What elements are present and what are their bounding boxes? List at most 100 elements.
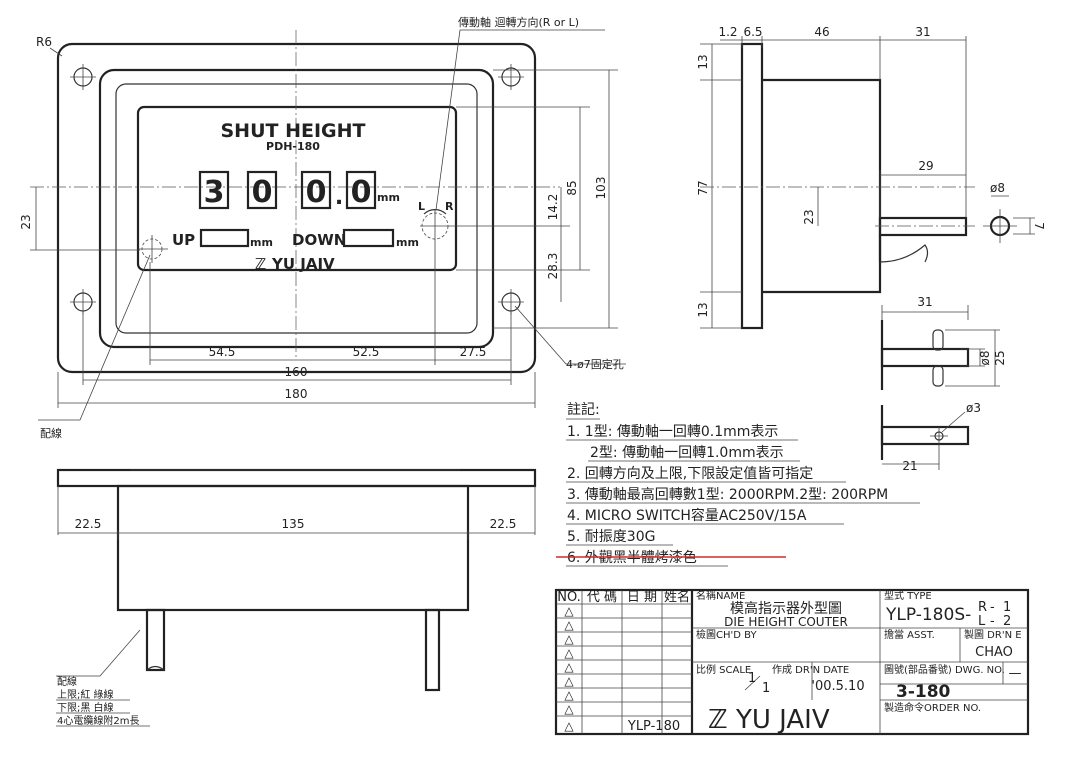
side-dim-31: 31 bbox=[915, 25, 930, 39]
side-dim-77: 77 bbox=[696, 180, 710, 195]
digit-1: 3 bbox=[204, 175, 225, 210]
tb-dwg-value: 3-180 bbox=[896, 682, 951, 702]
shaft-dim-phi8: ø8 bbox=[978, 351, 992, 366]
dim-52-5: 52.5 bbox=[353, 345, 380, 359]
digit-2: 0 bbox=[252, 175, 273, 210]
wiring-note-upper: 上限;紅 綠線 bbox=[57, 688, 114, 701]
notes-heading: 註記: bbox=[567, 401, 600, 418]
tb-checked-label: 檢圖CH'D BY bbox=[696, 628, 757, 641]
side-dim-1-2: 1.2 bbox=[718, 25, 737, 39]
wiring-leader bbox=[38, 254, 151, 421]
shaft-detail-body bbox=[880, 347, 970, 368]
holes-callout: 4-ø7固定孔 bbox=[566, 357, 624, 371]
wiring-callout: 配線 bbox=[40, 426, 62, 440]
dim-85: 85 bbox=[565, 180, 579, 195]
side-dim-29: 29 bbox=[918, 159, 933, 173]
tb-type-l: L bbox=[978, 614, 986, 629]
front-bezel-outer bbox=[98, 68, 495, 349]
side-body bbox=[762, 78, 882, 294]
bottom-wiring-leader bbox=[56, 629, 141, 677]
rev-mark: △ bbox=[564, 618, 574, 632]
face-model: PDH-180 bbox=[266, 140, 320, 153]
tb-type-value: YLP-180S- bbox=[885, 605, 971, 625]
tb-asst-label: 擔當 ASST. bbox=[884, 628, 935, 641]
bottom-view: 22.5 135 22.5 配線 上限;紅 綠線 下限;黑 白線 4心電纜線附2… bbox=[56, 468, 537, 727]
wiring-note-cable: 4心電纜線附2m長 bbox=[57, 714, 139, 727]
up-setting-box bbox=[199, 228, 250, 248]
face-brand: YU JAIV bbox=[271, 255, 335, 273]
rotation-arrow bbox=[423, 209, 447, 215]
side-flange bbox=[740, 42, 764, 330]
rev-mark: △ bbox=[564, 646, 574, 660]
note-1: 1. 1型: 傳動軸一回轉0.1mm表示 bbox=[567, 424, 778, 440]
holes-leader bbox=[514, 305, 626, 365]
rev-mark: △ bbox=[564, 632, 574, 646]
rev-reference: YLP-180 bbox=[627, 719, 680, 734]
shaft-dim-31: 31 bbox=[917, 295, 932, 309]
down-unit: mm bbox=[396, 236, 419, 249]
front-dimensions: 23 14.2 85 103 28.3 54.5 52.5 27.5 160 1… bbox=[19, 69, 618, 408]
note-4: 4. MICRO SWITCH容量AC250V/15A bbox=[567, 507, 807, 524]
rev-mark: △ bbox=[564, 702, 574, 716]
side-dim-13-top: 13 bbox=[696, 54, 710, 69]
dim-23: 23 bbox=[19, 214, 33, 229]
rev-mark: △ bbox=[564, 688, 574, 702]
dim-160: 160 bbox=[285, 365, 308, 379]
title-block: NO. 代 碼 日 期 姓名 △ △ △ △ △ △ △ △ △ YLP-180… bbox=[554, 588, 1030, 736]
tb-type-label: 型式 TYPE bbox=[884, 589, 932, 602]
digit-box-4 bbox=[345, 170, 377, 210]
side-dim-phi8: ø8 bbox=[990, 181, 1005, 195]
shaft-dim-phi3: ø3 bbox=[966, 401, 981, 415]
tb-type-1: 1 bbox=[1003, 600, 1011, 615]
side-dim-23: 23 bbox=[802, 209, 816, 224]
dim-28-3: 28.3 bbox=[546, 253, 560, 280]
side-view: ø8 7 1.2 6.5 46 31 29 13 77 13 23 bbox=[696, 25, 1046, 330]
up-label: UP bbox=[172, 231, 195, 249]
tb-type-r: R bbox=[978, 600, 987, 615]
tb-hdr-code: 代 碼 bbox=[587, 590, 617, 605]
tb-hdr-no: NO. bbox=[557, 590, 581, 605]
digit-box-3 bbox=[300, 170, 332, 210]
tb-date-label: 作成 DR'N DATE bbox=[772, 664, 849, 676]
digit-box-1 bbox=[198, 170, 230, 210]
front-bezel-inner bbox=[115, 83, 478, 334]
dim-103: 103 bbox=[594, 177, 608, 200]
wiring-note-title: 配線 bbox=[57, 675, 77, 688]
bottom-dim-22-5-right: 22.5 bbox=[490, 517, 517, 531]
tb-type-2: 2 bbox=[1003, 614, 1011, 629]
bottom-shaft bbox=[424, 608, 441, 692]
tb-dwg-extra: — bbox=[1009, 666, 1022, 681]
tb-hdr-name: 姓名 bbox=[664, 589, 690, 605]
side-dim-13-bottom: 13 bbox=[696, 302, 710, 317]
shaft-dir-leader bbox=[435, 29, 605, 211]
tb-date-value: '00.5.10 bbox=[811, 679, 864, 694]
radius-callout: R6 bbox=[36, 35, 52, 49]
tb-brand-logo-mark: ℤ bbox=[708, 705, 728, 735]
tb-type-dash-r: - bbox=[990, 600, 995, 615]
shaft-flat-bottom bbox=[932, 365, 944, 387]
tb-order-label: 製造命令ORDER NO. bbox=[884, 701, 981, 714]
tb-hdr-date: 日 期 bbox=[627, 590, 657, 605]
bottom-body bbox=[116, 484, 470, 612]
rev-mark: △ bbox=[564, 660, 574, 674]
rev-mark: △ bbox=[564, 674, 574, 688]
brand-logo-mark: ℤ bbox=[255, 255, 266, 273]
dir-r: R bbox=[445, 200, 454, 213]
rev-mark: △ bbox=[564, 719, 574, 733]
tb-scale-den: 1 bbox=[762, 681, 770, 696]
tb-name-zh: 模高指示器外型圖 bbox=[730, 600, 842, 617]
bottom-cable bbox=[145, 608, 166, 672]
shaft-pin-body bbox=[880, 425, 970, 446]
note-1b: 2型: 傳動軸一回轉1.0mm表示 bbox=[590, 445, 784, 461]
dim-180: 180 bbox=[285, 387, 308, 401]
side-cable-break bbox=[879, 244, 929, 263]
side-dim-7: 7 bbox=[1032, 222, 1046, 230]
shaft-dir-callout: 傳動軸 迴轉方向(R or L) bbox=[458, 15, 579, 29]
note-5: 5. 耐振度30G bbox=[567, 529, 655, 545]
note-2: 2. 回轉方向及上限,下限設定值皆可指定 bbox=[567, 466, 813, 482]
digit-4: 0 bbox=[351, 175, 372, 210]
tb-drawn-label: 製圖 DR'N E bbox=[964, 628, 1022, 641]
tb-scale-label: 比例 SCALE bbox=[696, 663, 751, 676]
tb-scale-num: 1 bbox=[748, 671, 756, 686]
